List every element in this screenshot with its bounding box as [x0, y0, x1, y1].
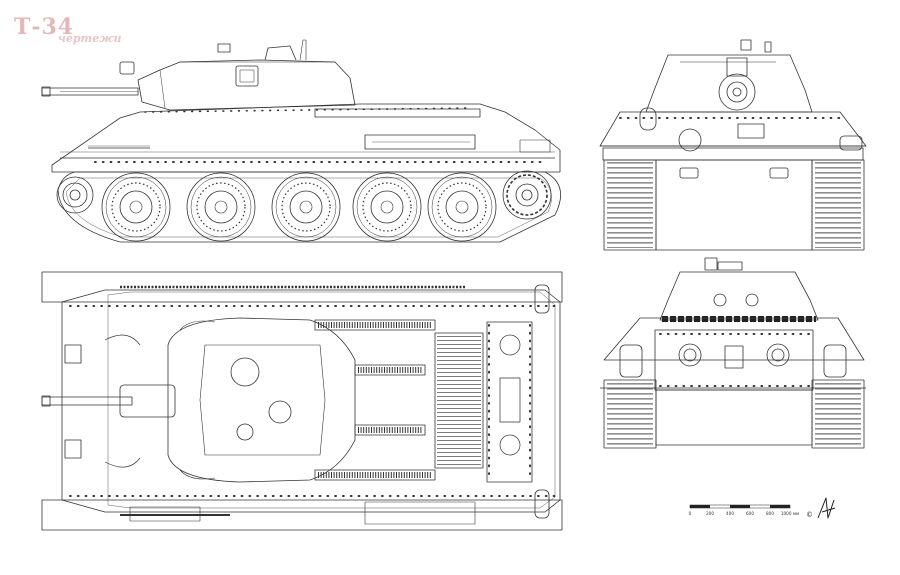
drive-sprocket: [502, 170, 552, 220]
scale-tick-label: 400: [726, 511, 734, 516]
author-signature: [817, 497, 836, 519]
rear-view: [600, 257, 866, 449]
top-view: [41, 271, 563, 531]
turret-rear: [659, 271, 819, 321]
title-logo: Т-34 чертежи: [14, 14, 122, 48]
fuel-tank: [534, 489, 550, 519]
mantlet: [718, 73, 756, 111]
road-wheels-side: [56, 170, 552, 242]
engine-deck: [314, 319, 436, 481]
fuel-tank: [534, 284, 550, 314]
scale-tick-label: 800: [766, 511, 774, 516]
track-side: [57, 171, 562, 243]
exhaust: [678, 343, 702, 367]
rivet-row: [144, 107, 471, 113]
commander-hatch: [230, 357, 260, 387]
road-wheel: [352, 172, 422, 242]
hatch-front: [678, 128, 702, 152]
scale-tick-label: 0: [689, 511, 692, 516]
scale-tick-label: 600: [746, 511, 754, 516]
track-front-left: [603, 159, 657, 251]
turret-side: [119, 39, 356, 111]
scale-tick-label: 1000 мм: [781, 511, 799, 516]
road-wheel: [271, 172, 341, 242]
title-sub: чертежи: [58, 32, 122, 45]
road-wheel: [427, 172, 497, 242]
title-main: Т-34: [14, 14, 75, 40]
road-wheel: [186, 172, 256, 242]
stowage-box: [364, 501, 476, 525]
front-view: [599, 39, 867, 251]
track-rear-right: [811, 379, 865, 449]
track-top-upper: [41, 271, 563, 303]
turret-front: [645, 54, 813, 113]
headlight-front: [639, 107, 657, 131]
track-front-right: [811, 159, 865, 251]
headlight: [64, 439, 82, 459]
road-wheel: [101, 172, 171, 242]
gun-barrel-top: [41, 384, 176, 418]
scale-tick-label: 200: [706, 511, 714, 516]
track-top-lower: [41, 499, 563, 531]
gun-barrel-side: [41, 86, 139, 97]
rear-plate: [486, 321, 533, 483]
scale-bar: 0 200 400 600 800 1000 мм: [689, 504, 799, 516]
hull-rear-lower: [655, 389, 813, 446]
turret-top: [167, 317, 356, 483]
hull-top: [61, 289, 561, 513]
stowage-box: [129, 506, 201, 522]
headlight: [64, 344, 82, 364]
side-view: [41, 39, 562, 243]
copyright-mark: ©: [806, 511, 813, 519]
track-rear-left: [603, 379, 657, 449]
hull-front-lower: [655, 159, 813, 251]
exhaust: [766, 343, 790, 367]
hull-rear-upper: [603, 317, 865, 361]
radiator-grille: [434, 332, 484, 469]
idler-wheel: [56, 176, 94, 214]
